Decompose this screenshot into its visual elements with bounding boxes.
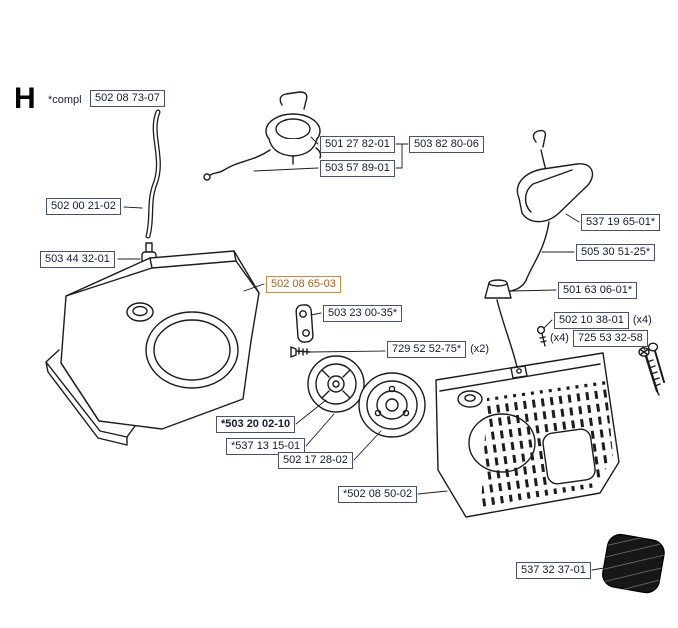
part-label-502-08-50-02[interactable]: *502 08 50-02 — [338, 486, 418, 503]
part-label-502-00-21-02[interactable]: 502 00 21-02 — [46, 198, 121, 215]
part-label-501-27-82-01[interactable]: 501 27 82-01 — [320, 136, 395, 153]
rubber-pad-drawing — [600, 532, 667, 595]
part-label-537-32-37-01[interactable]: 537 32 37-01 — [516, 562, 591, 579]
part-label-503-44-32-01[interactable]: 503 44 32-01 — [40, 251, 115, 268]
starter-handle-drawing — [484, 129, 594, 368]
part-qty: (x4) — [550, 332, 569, 344]
callout-lines — [117, 136, 646, 571]
pulley-screw-drawing — [290, 346, 311, 358]
part-label-729-52-52-75: 729 52 52-75* (x2) — [387, 341, 489, 358]
part-label-501-63-06-01[interactable]: 501 63 06-01* — [558, 282, 638, 299]
compl-note: *compl — [48, 94, 82, 106]
starter-pulley-drawing — [307, 355, 365, 413]
part-number-box[interactable]: 729 52 52-75* — [387, 341, 467, 358]
fuel-hose-drawing — [145, 109, 161, 239]
part-number-box[interactable]: 502 10 38-01 — [554, 312, 629, 329]
part-number-box[interactable]: 725 53 32-58 — [572, 330, 648, 347]
fuel-tank-drawing — [45, 250, 260, 446]
spring-clip-drawing — [295, 304, 314, 343]
part-label-503-57-89-01[interactable]: 503 57 89-01 — [320, 160, 395, 177]
part-label-503-82-80-06[interactable]: 503 82 80-06 — [409, 136, 484, 153]
starter-housing-drawing — [435, 352, 620, 518]
part-label-537-13-15-01[interactable]: *537 13 15-01 — [226, 438, 306, 455]
housing-screw-long-drawing — [638, 342, 665, 396]
part-qty: (x2) — [470, 343, 490, 355]
part-label-505-30-51-25[interactable]: 505 30 51-25* — [576, 244, 656, 261]
part-label-725-53-32-58: (x4) 725 53 32-58 — [550, 330, 648, 347]
part-label-502-17-28-02[interactable]: 502 17 28-02 — [278, 452, 353, 469]
fuel-cap-drawing — [203, 91, 322, 181]
section-letter: H — [14, 82, 36, 115]
housing-screw-small-drawing — [536, 325, 547, 347]
part-label-503-20-02-10[interactable]: *503 20 02-10 — [216, 416, 296, 433]
part-label-503-23-00-35[interactable]: 503 23 00-35* — [323, 305, 403, 322]
part-label-502-10-38-01: 502 10 38-01 (x4) — [554, 312, 652, 329]
part-label-502-08-73-07[interactable]: 502 08 73-07 — [90, 90, 165, 107]
part-label-537-19-65-01[interactable]: 537 19 65-01* — [581, 214, 661, 231]
part-qty: (x4) — [632, 314, 652, 326]
starter-drum-drawing — [358, 372, 426, 438]
part-label-502-08-65-03[interactable]: 502 08 65-03 — [266, 276, 341, 293]
